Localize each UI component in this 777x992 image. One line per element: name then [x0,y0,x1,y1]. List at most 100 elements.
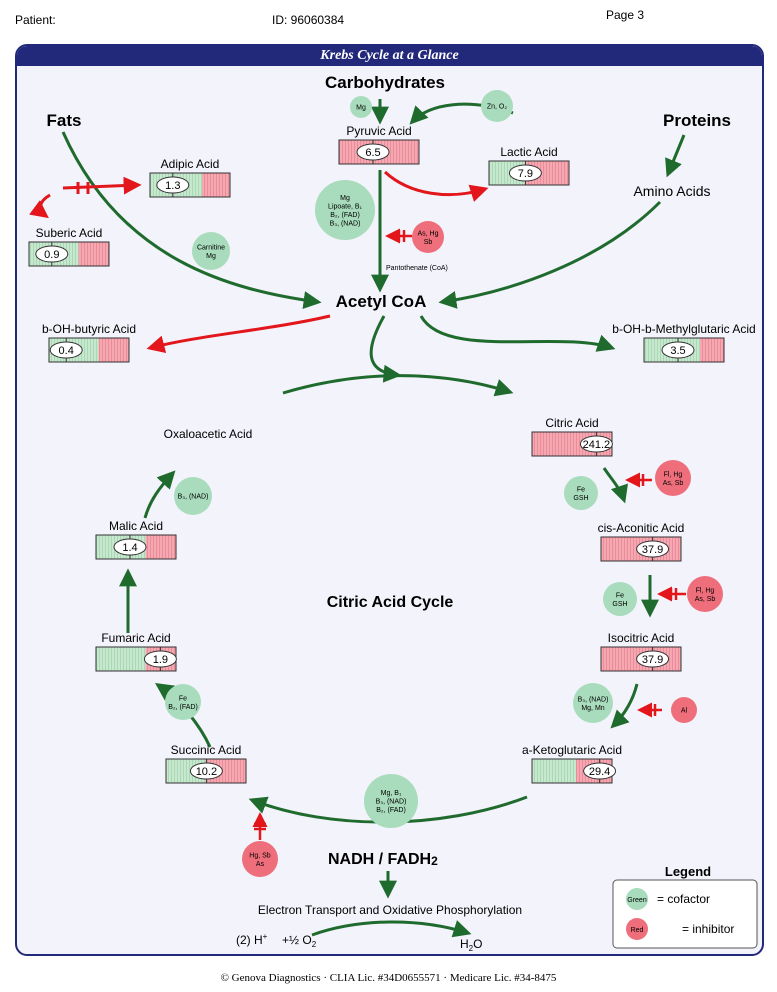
marker-label: Isocitric Acid [608,631,675,645]
marker-label: Suberic Acid [36,226,103,240]
equation-left: (2) H+ [236,932,268,947]
marker-value: 10.2 [196,766,217,778]
arrow-citric-cisaconitic [602,467,628,504]
marker-value: 6.5 [365,147,380,159]
legend-inhibitor: = inhibitor [682,922,734,936]
marker-value: 1.3 [165,180,180,192]
marker-suberic: Suberic Acid 0.9 [28,226,110,267]
marker-citric: Citric Acid 241.2 [531,416,613,457]
circle-text: B₂, (FAD) [168,704,198,711]
arrow-pyruvic-lactic [383,170,489,202]
marker-cisacon: cis-Aconitic Acid 37.9 [598,521,685,562]
circle-text: B₃, (NAD) [578,696,609,703]
marker-label: Pyruvic Acid [346,124,411,138]
circle-text: As, Sb [663,480,684,487]
legend-green-sample: Green [627,897,647,904]
circle-text: Mg [340,195,350,202]
marker-succinic: Succinic Acid 10.2 [165,743,247,784]
marker-bohb: b-OH-butyric Acid 0.4 [42,322,136,363]
marker-value-bubble [156,176,190,194]
circle-text: B₃, (NAD) [330,220,361,227]
marker-value-bubble [35,245,69,263]
circle-text: As, Hg [417,230,438,237]
marker-label: b-OH-butyric Acid [42,322,136,336]
equation-right: H2O [460,937,482,953]
circle-text: Lipoate, B₁ [328,203,363,210]
arrow-to-adipic [62,176,142,195]
marker-value: 241.2 [583,439,611,451]
marker-adipic: Adipic Acid 1.3 [149,157,231,198]
marker-value-bubble [508,164,542,182]
circle-text: Al [681,708,688,715]
marker-value-bubble [579,435,613,453]
circle-text: Fl, Hg [696,587,715,594]
marker-value: 0.4 [59,345,74,357]
marker-value-bubble [189,762,223,780]
marker-label: Adipic Acid [161,157,220,171]
circle-text: Sb [424,239,433,246]
marker-value: 29.4 [589,766,610,778]
marker-label: Citric Acid [545,416,598,430]
marker-value-bubble [661,341,695,359]
circle-text: As, Sb [695,596,716,603]
circle-text: Mg [356,105,366,112]
arrow-acetylcoa-hmg [419,315,616,352]
circle-text: B₃, (NAD) [178,494,209,501]
arrow-to-suberic [29,193,51,219]
node-oxaloacetic: Oxaloacetic Acid [164,427,253,441]
node-carbohydrates: Carbohydrates [325,73,445,92]
cofactor-mg_top: Mg [350,96,372,118]
node-citric-acid-cycle: Citric Acid Cycle [327,594,454,611]
circle-text: B₂, (FAD) [376,807,406,814]
marker-label: cis-Aconitic Acid [598,521,685,535]
marker-label: b-OH-b-Methylglutaric Acid [612,322,755,336]
circle-text: Carnitine [197,244,225,251]
arrow-acetylcoa-bohb [146,314,331,354]
marker-pyruvic: Pyruvic Acid 6.5 [338,124,420,165]
marker-value: 37.9 [642,544,663,556]
legend: Legend Green = cofactor Red = inhibitor [612,864,758,949]
marker-label: Lactic Acid [500,145,557,159]
arrow-malic-oxaloacetic [143,470,176,519]
marker-value: 1.9 [153,654,168,666]
circle-text: Fe [577,486,585,493]
legend-cofactor: = cofactor [657,892,710,906]
circle-text: B₂, (FAD) [330,212,360,219]
marker-value-bubble [636,650,670,668]
equation-middle: +½ O2 [282,933,317,949]
circle-text: GSH [573,495,588,502]
legend-title: Legend [665,864,711,879]
legend-red-sample: Red [631,927,644,934]
inhibitor-fl_hg_2: Fl, Hg As, Sb [687,576,723,612]
marker-value-bubble [143,650,177,668]
marker-value-bubble [356,143,390,161]
arrow-oxaloacetic-citric [282,374,514,397]
marker-label: a-Ketoglutaric Acid [522,743,622,757]
legend-red-circle [626,918,648,940]
arrow-amino-acetylcoa [438,200,662,309]
marker-value-bubble [49,341,83,359]
legend-green-circle [626,888,648,910]
pantothenate-label: Pantothenate (CoA) [386,265,448,272]
circle-text: Fe [616,592,624,599]
marker-label: Succinic Acid [171,743,242,757]
marker-lactic: Lactic Acid 7.9 [488,145,570,186]
node-nadh: NADH / FADH2 [328,851,438,868]
marker-value-bubble [583,762,617,780]
marker-value: 7.9 [518,168,533,180]
marker-value: 0.9 [44,249,59,261]
inhibitor-as_hg_sb: As, Hg Sb [412,221,444,253]
circle-text: Mg, Mn [581,705,604,712]
markers-layer: Pyruvic Acid 6.5 Lactic Acid 7.9 Adipic Acid… [28,124,756,784]
circle-text: B₃, (NAD) [376,799,407,806]
